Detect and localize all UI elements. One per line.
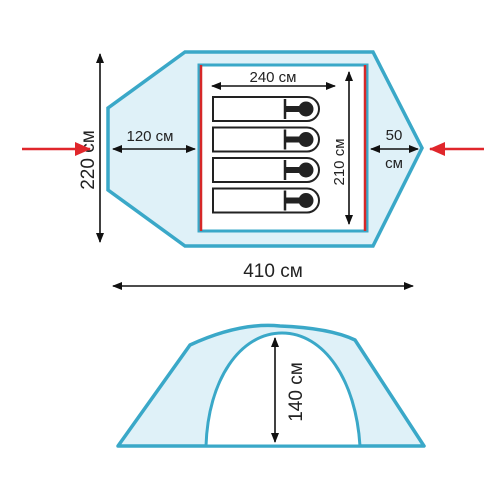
top-view: 240 см 210 см 120 см 50 см 220 см 410 см [22, 50, 484, 290]
side-view: 140 см [116, 323, 426, 448]
sleeping-bag-icon [212, 96, 320, 122]
inner-tent-side-arch [204, 331, 362, 448]
dim-label-vestibule-left: 120 см [126, 128, 173, 145]
dim-label-total-length: 410 см [243, 261, 303, 282]
dim-label-height: 140 см [286, 362, 307, 422]
dim-label-vestibule-right-unit: см [385, 155, 403, 172]
sleeping-bag-icon [212, 126, 320, 153]
sleeping-bag-icon [212, 187, 320, 214]
sleeping-bag-icon [212, 157, 320, 183]
sleeping-bags [212, 96, 320, 214]
dim-label-inner-width: 240 см [249, 69, 296, 86]
dim-label-inner-length: 210 см [331, 138, 348, 185]
dim-label-total-width: 220 см [78, 130, 99, 190]
dim-label-vestibule-right-value: 50 [386, 127, 403, 144]
